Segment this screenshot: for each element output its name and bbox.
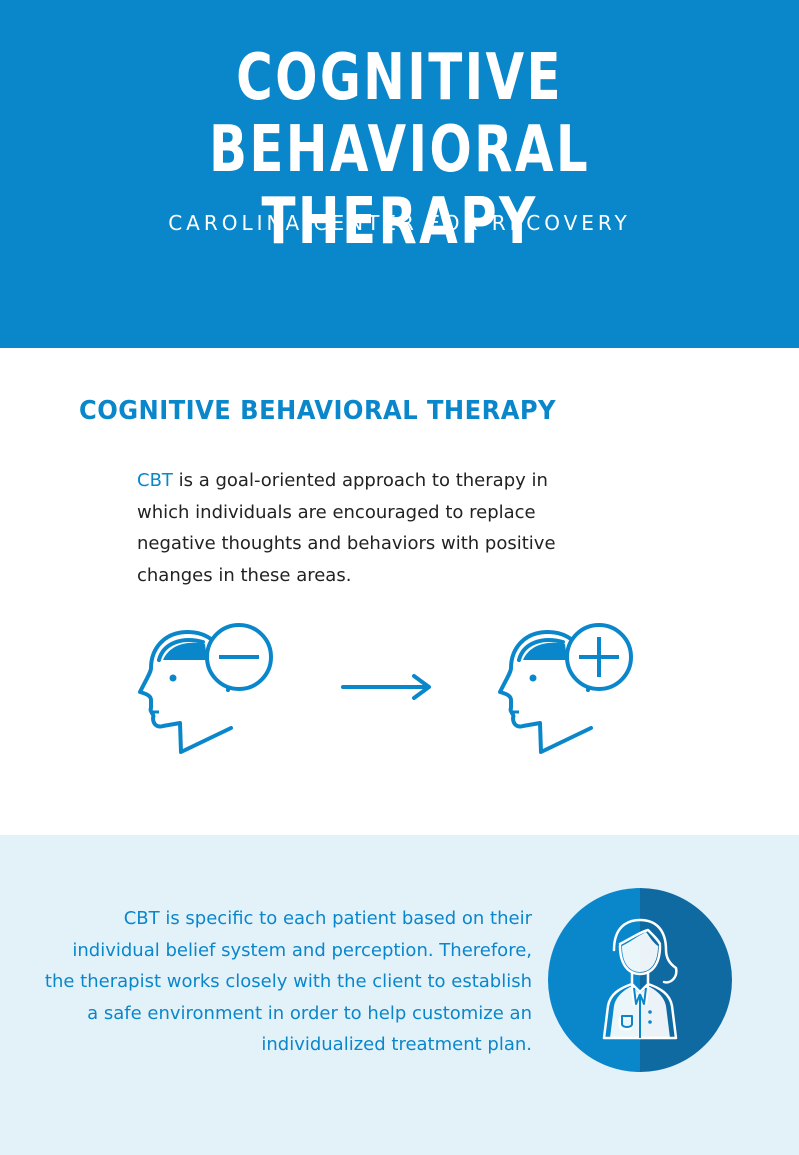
head-plus-icon <box>498 623 633 754</box>
doctor-icon <box>548 888 732 1072</box>
section-heading: COGNITIVE BEHAVIORAL THERAPY <box>79 396 557 426</box>
page-title-line-1: COGNITIVE <box>236 41 563 115</box>
head-minus-icon <box>138 623 273 754</box>
organization-subtitle: CAROLINA CENTER FOR RECOVERY <box>168 211 631 235</box>
header-banner: COGNITIVE BEHAVIORAL THERAPY CAROLINA CE… <box>0 0 799 348</box>
intro-paragraph: CBT is a goal-oriented approach to thera… <box>137 465 557 591</box>
page-title-line-2: BEHAVIORAL THERAPY <box>208 113 591 259</box>
arrow-right-icon <box>341 674 431 700</box>
cbt-highlight: CBT <box>137 470 173 491</box>
band-paragraph: CBT is specific to each patient based on… <box>44 908 532 1055</box>
intro-body: is a goal-oriented approach to therapy i… <box>137 470 556 586</box>
